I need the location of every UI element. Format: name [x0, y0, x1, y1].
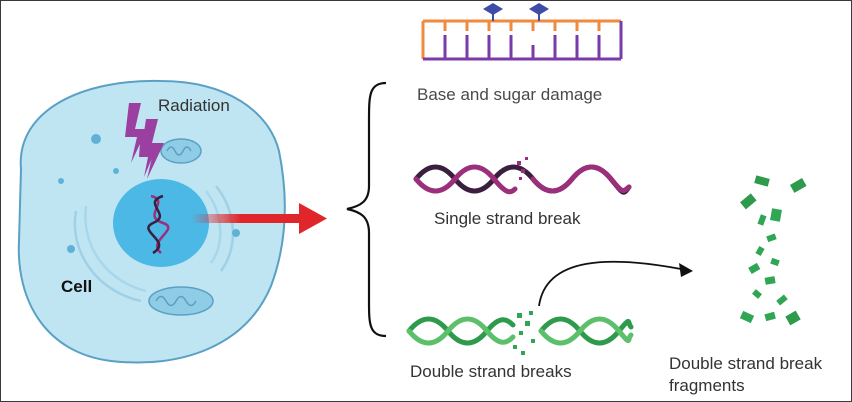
fragments-label-line2: fragments — [669, 376, 745, 395]
mitochondrion-icon — [148, 286, 214, 316]
double-strand-label: Double strand breaks — [410, 362, 572, 381]
double-strand-helix-icon — [406, 311, 634, 355]
mitochondrion-icon — [160, 138, 202, 164]
fragment-arrow — [538, 260, 693, 307]
base-sugar-label: Base and sugar damage — [417, 85, 603, 104]
dna-fragments-icon — [739, 175, 807, 326]
damage-arrow — [191, 203, 327, 234]
nucleus-dna-icon — [147, 194, 170, 255]
radiation-label: Radiation — [158, 96, 230, 115]
radiation-bolt-icon — [125, 103, 164, 179]
curly-brace — [346, 81, 387, 338]
fragments-label-line1: Double strand break — [669, 354, 823, 373]
cell — [17, 79, 286, 364]
single-strand-label: Single strand break — [434, 209, 581, 228]
base-sugar-dna-icon — [421, 3, 623, 61]
cell-label: Cell — [61, 277, 93, 296]
single-strand-helix-icon — [413, 157, 632, 195]
